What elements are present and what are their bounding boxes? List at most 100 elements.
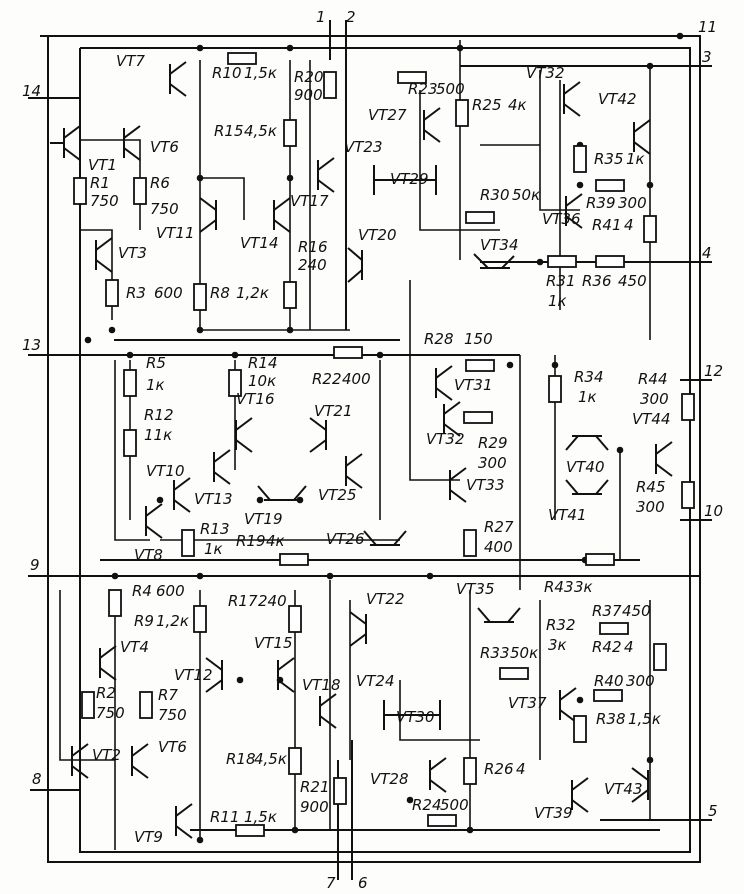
value-r32: 3к	[548, 636, 567, 654]
label-r35: R35	[594, 150, 624, 168]
value-r4: 600	[156, 582, 185, 600]
label-vt20: VT20	[358, 226, 397, 244]
label-r4: R4	[132, 582, 152, 600]
transistor-vt13	[173, 477, 191, 513]
transistor-vt32-top	[563, 81, 581, 117]
label-vt29: VT29	[390, 170, 429, 188]
label-r5: R5	[146, 354, 166, 372]
label-r28: R28	[424, 330, 454, 348]
label-vt27: VT27	[368, 106, 407, 124]
label-vt24: VT24	[356, 672, 395, 690]
value-r35: 1к	[626, 150, 645, 168]
label-r30: R30	[480, 186, 510, 204]
label-r32: R32	[546, 616, 576, 634]
value-r15: 4,5к	[244, 122, 277, 140]
value-r23: 500	[436, 80, 465, 98]
value-r6: 750	[150, 200, 179, 218]
value-r2: 750	[96, 704, 125, 722]
transistor-vt16	[235, 417, 253, 453]
resistor-labels: R1 750 R6 750 R3 600 R10 1,5к R15 4,5к R…	[90, 64, 669, 826]
pin-14: 14	[22, 82, 41, 100]
label-r25: R25	[472, 96, 502, 114]
transistor-vt8	[145, 503, 163, 539]
value-r18: 4,5к	[254, 750, 287, 768]
label-vt34: VT34	[480, 236, 519, 254]
value-r39: 300	[618, 194, 647, 212]
label-r8: R8	[210, 284, 230, 302]
label-r1: R1	[90, 174, 110, 192]
pin-6: 6	[358, 874, 368, 892]
value-r24: 500	[440, 796, 469, 814]
value-r34: 1к	[578, 388, 597, 406]
value-r3: 600	[154, 284, 183, 302]
pin-3: 3	[702, 48, 712, 66]
label-r21: R21	[300, 778, 330, 796]
label-vt13: VT13	[194, 490, 233, 508]
pin-12: 12	[704, 362, 723, 380]
label-r24: R24	[412, 796, 442, 814]
transistor-vt33	[449, 467, 467, 503]
value-r21: 900	[300, 798, 329, 816]
label-r33: R33	[480, 644, 510, 662]
label-r41: R41	[592, 216, 622, 234]
value-r1: 750	[90, 192, 119, 210]
transistor-vt6-lower	[131, 743, 149, 779]
label-r37: R37	[592, 602, 622, 620]
value-r40: 300	[626, 672, 655, 690]
label-r38: R38	[596, 710, 626, 728]
transistor-vt22	[349, 611, 367, 647]
label-r9: R9	[134, 612, 154, 630]
transistor-vt26	[363, 530, 407, 546]
value-r11: 1,5к	[244, 808, 277, 826]
value-r14: 10к	[248, 372, 276, 390]
label-r17: R17	[228, 592, 258, 610]
label-vt28: VT28	[370, 770, 409, 788]
label-r15: R15	[214, 122, 244, 140]
label-vt17: VT17	[290, 192, 329, 210]
transistor-vt35	[477, 607, 521, 623]
value-r5: 1к	[146, 376, 165, 394]
label-r39: R39	[586, 194, 616, 212]
label-vt11: VT11	[156, 224, 195, 242]
label-r36: R36	[582, 272, 612, 290]
label-r14: R14	[248, 354, 278, 372]
transistor-vt34	[473, 253, 515, 269]
pin-8: 8	[32, 770, 42, 788]
label-vt10: VT10	[146, 462, 185, 480]
label-vt44: VT44	[632, 410, 671, 428]
value-r27: 400	[484, 538, 513, 556]
value-r17: 240	[258, 592, 287, 610]
power-rails	[28, 20, 712, 880]
label-vt37: VT37	[508, 694, 547, 712]
value-r43: 3к	[574, 578, 593, 596]
transistor-vt29	[373, 165, 437, 195]
transistor-vt6-upper	[123, 125, 141, 161]
value-r8: 1,2к	[236, 284, 269, 302]
label-r10: R10	[212, 64, 242, 82]
label-r23: R23	[408, 80, 438, 98]
label-vt19: VT19	[244, 510, 283, 528]
label-vt9: VT9	[134, 828, 163, 846]
transistor-vt19	[257, 485, 307, 501]
label-vt22: VT22	[366, 590, 405, 608]
label-vt42: VT42	[598, 90, 637, 108]
label-vt6-upper: VT6	[150, 138, 179, 156]
label-r44: R44	[638, 370, 668, 388]
label-r20: R20	[294, 68, 324, 86]
pin-10: 10	[704, 502, 723, 520]
label-r19: R19	[236, 532, 266, 550]
value-r9: 1,2к	[156, 612, 189, 630]
transistor-vt18	[319, 693, 337, 729]
value-r16: 240	[298, 256, 327, 274]
value-r25: 4к	[508, 96, 527, 114]
label-r29: R29	[478, 434, 508, 452]
value-r20: 900	[294, 86, 323, 104]
label-r12: R12	[144, 406, 174, 424]
label-r27: R27	[484, 518, 514, 536]
value-r22: 400	[342, 370, 371, 388]
transistor-vt42	[633, 119, 651, 155]
transistor-labels: VT1 VT2 VT3 VT4 VT6 VT6 VT7 VT8 VT9 VT10…	[88, 52, 671, 846]
value-r7: 750	[158, 706, 187, 724]
label-vt40: VT40	[566, 458, 605, 476]
label-vt12: VT12	[174, 666, 213, 684]
